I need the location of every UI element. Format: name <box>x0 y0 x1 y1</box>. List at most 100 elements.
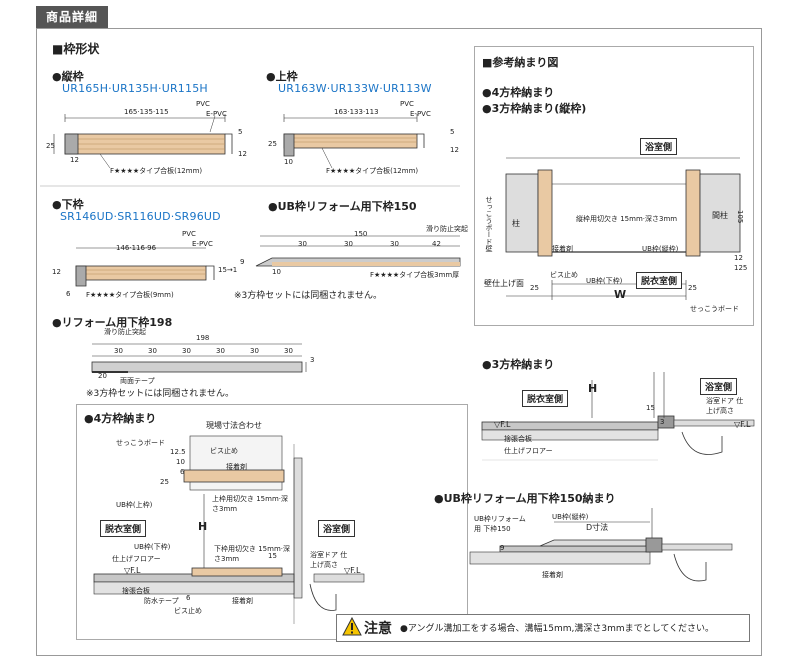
reference-line2: ●3方枠納まり(縦枠) <box>482 102 587 115</box>
ub150-section <box>255 235 461 267</box>
vertical-frame-title: ●縦枠 <box>52 70 84 83</box>
four-side-title: ●4方枠納まり <box>84 412 157 425</box>
three-side-drawing <box>481 372 755 461</box>
ub150-d9: 9 <box>240 258 245 266</box>
four-side-d25: 25 <box>160 478 169 486</box>
four-side-d10: 10 <box>176 458 185 466</box>
four-side-bottom-cut: 下枠用切欠き 15mm·深さ3mm <box>214 545 290 563</box>
four-side-adhesive: 接着剤 <box>226 463 247 471</box>
divider-1 <box>40 185 460 187</box>
reference-d105: 105 <box>736 210 744 224</box>
four-side-floor: 仕上げフロアー <box>112 555 161 563</box>
top-frame-section <box>283 114 425 169</box>
ub150-d30c: 30 <box>390 240 399 248</box>
reform198-seg-2: 30 <box>148 347 157 355</box>
bottom-frame-models: SR146UD·SR116UD·SR96UD <box>60 210 221 223</box>
ub150-fit-adhesive: 接着剤 <box>542 571 563 579</box>
four-side-top-cut: 上枠用切欠き 15mm·深さ3mm <box>212 495 288 513</box>
top-dim-10: 10 <box>284 158 293 166</box>
three-side-d3: 3 <box>660 418 665 426</box>
reference-title: ■参考納まり図 <box>482 56 559 69</box>
caution-title: 注意 <box>364 621 392 637</box>
top-pvc-label: PVC <box>400 100 414 108</box>
three-side-fl1: ▽F.L <box>494 420 511 429</box>
ub150-fit-title: ●UB枠リフォーム用下枠150納まり <box>434 492 616 505</box>
ub150-d10: 10 <box>272 268 281 276</box>
reference-d25b: 25 <box>688 284 697 292</box>
reference-dressing-side: 脱衣室側 <box>636 272 683 289</box>
four-side-drawing <box>93 435 365 624</box>
reform198-seg-3: 30 <box>182 347 191 355</box>
content-frame <box>36 28 762 656</box>
four-side-onsite: 現場寸法合わせ <box>206 421 262 430</box>
ub150-fit-drawing <box>469 508 733 582</box>
bottom-dim-12: 12 <box>52 268 61 276</box>
reform198-seg-4: 30 <box>216 347 225 355</box>
four-side-ub-bottom: UB枠(下枠) <box>134 543 171 551</box>
top-frame-title: ●上枠 <box>266 70 298 83</box>
four-side-ub-top: UB枠(上枠) <box>116 501 153 509</box>
four-side-d6: 6 <box>180 468 185 476</box>
three-side-bath: 浴室側 <box>700 378 738 395</box>
four-side-tape: 防水テープ <box>144 597 179 605</box>
ub150-width: 150 <box>354 230 368 238</box>
reform198-d3: 3 <box>310 356 315 364</box>
top-plywood: F★★★★タイプ合板(12mm) <box>326 167 419 175</box>
reference-cut-note: 縦枠用切欠き 15mm·深さ3mm <box>576 215 678 223</box>
ub150-title: ●UB枠リフォーム用下枠150 <box>268 200 417 213</box>
vertical-dim-12: 12 <box>70 156 79 164</box>
vertical-width-label: 165·135·115 <box>124 108 169 116</box>
four-side-bath: 浴室側 <box>318 520 356 537</box>
ub150-anti-slip: 滑り防止突起 <box>426 225 468 233</box>
reform198-note: ※3方枠セットには同梱されません。 <box>86 389 234 399</box>
reference-plan-drawing <box>505 157 741 300</box>
bottom-pvc-label: PVC <box>182 230 196 238</box>
reference-wall-label: せっこうボード壁 <box>485 196 493 252</box>
reference-board: せっこうボード <box>690 305 739 313</box>
top-dim-5: 5 <box>450 128 455 136</box>
top-frame-models: UR163W·UR133W·UR113W <box>278 82 432 95</box>
bottom-dim-15: 15→1 <box>218 266 238 274</box>
top-epvc-label: E-PVC <box>410 110 431 118</box>
four-side-adhesive2: 接着剤 <box>232 597 253 605</box>
three-side-h: H <box>588 382 598 395</box>
vertical-plywood: F★★★★タイプ合板(12mm) <box>110 167 203 175</box>
reform198-seg-6: 30 <box>284 347 293 355</box>
bottom-dim-6: 6 <box>66 290 71 298</box>
reform198-tape: 両面テープ <box>120 377 155 385</box>
bottom-frame-title: ●下枠 <box>52 198 84 211</box>
vertical-frame-models: UR165H·UR135H·UR115H <box>62 82 208 95</box>
caution-text: ●アングル溝加工をする場合、溝幅15mm,溝深さ3mmまでとしてください。 <box>400 624 715 634</box>
ub150-fit-d9: 9 <box>500 544 505 552</box>
top-dim-25: 25 <box>268 140 277 148</box>
four-side-plank: 捨張合板 <box>122 587 150 595</box>
four-side-board: せっこうボード <box>116 439 165 447</box>
ub150-fit-d-dim: D寸法 <box>586 523 609 532</box>
four-side-door-note: 浴室ドア 仕上げ高さ <box>310 551 348 569</box>
vertical-epvc-label: E-PVC <box>206 110 227 118</box>
three-side-door-note: 浴室ドア 仕上げ高さ <box>706 397 744 415</box>
bottom-epvc-label: E-PVC <box>192 240 213 248</box>
reform198-title: ●リフォーム用下枠198 <box>52 316 173 329</box>
four-side-d15: 15 <box>268 552 277 560</box>
reform198-width: 198 <box>196 334 210 342</box>
top-width-label: 163·133·113 <box>334 108 379 116</box>
warning-icon <box>342 616 362 636</box>
reference-d25: 25 <box>530 284 539 292</box>
bottom-width-label: 146·116·96 <box>116 244 157 252</box>
bottom-frame-section <box>75 247 215 287</box>
ub150-fit-ub-reform: UB枠リフォーム用 下枠150 <box>474 515 526 533</box>
caution-box <box>336 614 750 642</box>
four-side-dressing: 脱衣室側 <box>100 520 147 537</box>
vertical-dim-12b: 12 <box>238 150 247 158</box>
reference-bath-side: 浴室側 <box>640 138 678 155</box>
reference-pillar: 柱 <box>512 219 520 228</box>
four-side-h: H <box>198 520 208 533</box>
reference-d125: 125 <box>734 264 748 272</box>
three-side-fl2: ▽F.L <box>734 420 751 429</box>
three-side-dressing: 脱衣室側 <box>522 390 569 407</box>
reference-pillar2: 間柱 <box>712 211 728 220</box>
reform198-d20: 20 <box>98 372 107 380</box>
four-side-d6b: 6 <box>186 594 191 602</box>
reform198-seg-5: 30 <box>250 347 259 355</box>
